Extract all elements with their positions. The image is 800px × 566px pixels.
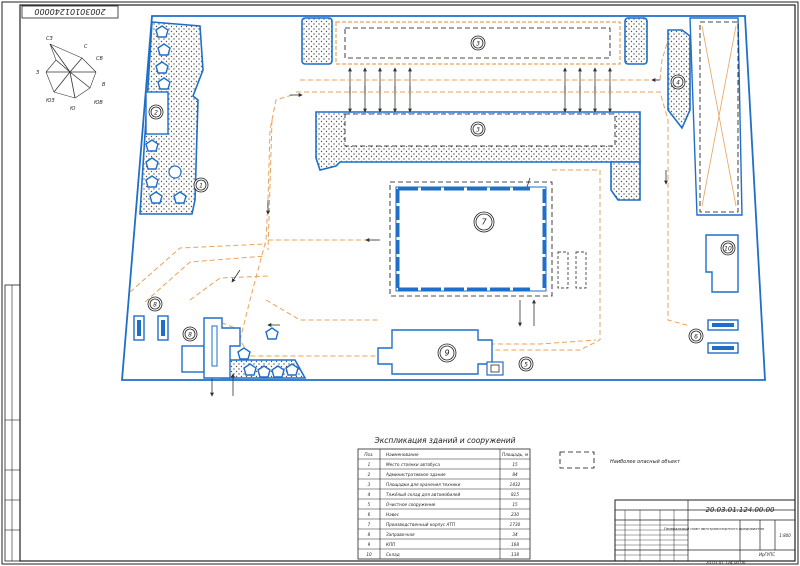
building-number-text: 7	[481, 218, 487, 227]
table-cell: 15	[512, 502, 518, 507]
building-number-10: 10	[720, 240, 736, 256]
table-cell: 1	[368, 462, 371, 467]
shrubs	[145, 25, 299, 378]
building-number-text: 10	[724, 246, 732, 253]
table-cell: 8	[368, 532, 371, 537]
compass-e-label: В	[102, 82, 106, 88]
compass-w-label: З	[36, 70, 40, 76]
compass-nw-label: СЗ	[46, 36, 53, 42]
legend-label: Наиболее опасный объект	[610, 459, 681, 465]
table-cell: Очистное сооружение	[386, 502, 436, 507]
building-number-text: 3	[476, 127, 480, 134]
table-cell: 815	[511, 492, 519, 497]
bus-stop-marker	[168, 165, 182, 179]
table-cell: Производственный корпус АТП	[386, 522, 456, 527]
table-cell: 9	[368, 542, 371, 547]
warehouse-4	[689, 17, 743, 216]
site-boundary	[121, 15, 766, 381]
stamp-code: 20.03.01.124.00.00	[705, 506, 775, 514]
storage-area-3-top	[335, 21, 621, 65]
table-cell: Склад	[386, 552, 400, 557]
building-number-7: 7	[473, 211, 495, 233]
top-code-box: 20030101240000	[21, 5, 119, 19]
building-number-5: 5	[518, 356, 534, 372]
table-title: Экспликация зданий и сооружений	[373, 436, 515, 445]
building-number-3: 3	[470, 35, 486, 51]
table-cell: 168	[511, 542, 519, 547]
compass-se-label: ЮВ	[94, 100, 103, 106]
canopy-6	[181, 317, 241, 379]
table-cell: Административное здание	[385, 472, 446, 477]
table-cell: Площадки для хранения техники	[386, 482, 461, 487]
building-number-text: 1	[199, 183, 203, 190]
building-number-text: 8	[153, 302, 157, 309]
table-cell: Заправочная	[386, 532, 415, 537]
table-cell: Тяжёлый склад для автомобилей	[386, 492, 460, 497]
table-cell: Навес	[386, 512, 400, 517]
building-number-9: 9	[437, 343, 457, 363]
stamp-org: ИрГУПС	[759, 552, 775, 557]
building-number-text: 6	[694, 334, 698, 341]
table-cell: 15	[512, 462, 518, 467]
table-cell: 3	[368, 482, 371, 487]
table-header-cell: Площадь, м	[502, 452, 528, 457]
stamp-scale: 1:800	[779, 533, 791, 538]
compass-ne-label: СВ	[96, 56, 103, 62]
table-cell: 34	[512, 532, 518, 537]
table-cell: 6	[368, 512, 371, 517]
building-number-text: 5	[524, 362, 528, 369]
legend: Наиболее опасный объект	[559, 451, 681, 469]
fuel-station-8-left	[133, 315, 169, 341]
table-cell: 230	[511, 512, 519, 517]
table-cell: КПП	[386, 542, 396, 547]
explication-table: Экспликация зданий и сооружений Поз. Наим…	[357, 436, 531, 560]
building-number-4: 4	[670, 74, 686, 90]
compass-s-label: Ю	[70, 106, 76, 112]
stamp-title: Генеральный план автотранспортного предп…	[664, 527, 765, 531]
building-number-3-b: 3	[470, 121, 486, 137]
table-cell: 2	[368, 472, 371, 477]
traffic-arrows	[210, 78, 668, 397]
table-cell: 84	[512, 472, 518, 477]
table-cell: 1432	[510, 482, 521, 487]
parking-arrows	[348, 67, 612, 113]
building-number-8: 8	[147, 296, 163, 312]
sheet-code-bottom: 20.03.01.124.00.00	[706, 560, 746, 565]
compass-n-label: С	[84, 44, 88, 50]
production-building-7	[389, 181, 553, 297]
building-number-2: 2	[148, 104, 164, 120]
table-cell: 4	[368, 492, 371, 497]
compass-rose: СЗ С СВ В ЮВ Ю ЮЗ З	[36, 36, 106, 112]
table-header-cell: Поз.	[364, 452, 373, 457]
title-block: 20.03.01.124.00.00 Генеральный план авто…	[614, 499, 796, 565]
building-number-text: 4	[676, 80, 680, 87]
building-labels: 1 2 3 3 4 5 6 7 8 8 9 10	[147, 35, 736, 372]
compass-sw-label: ЮЗ	[46, 98, 55, 104]
top-code-text: 20030101240000	[34, 7, 105, 16]
table-cell: 7	[368, 522, 371, 527]
building-number-8-b: 8	[182, 326, 198, 342]
table-cell: Место стоянки автобуса	[386, 462, 440, 467]
building-number-text: 2	[154, 110, 158, 117]
building-number-text: 9	[444, 349, 449, 358]
table-cell: 1730	[510, 522, 521, 527]
table-cell: 10	[366, 552, 372, 557]
building-number-text: 3	[476, 41, 480, 48]
building-number-6: 6	[688, 328, 704, 344]
table-cell: 138	[511, 552, 519, 557]
table-header-cell: Наименование	[386, 452, 419, 457]
building-number-1: 1	[193, 177, 209, 193]
table-cell: 5	[368, 502, 371, 507]
vehicle-spots	[557, 251, 587, 289]
treatment-facility-5	[486, 361, 504, 376]
building-number-text: 8	[188, 332, 192, 339]
checkpoint-9	[377, 329, 493, 375]
fuel-station-8-right	[707, 319, 739, 354]
